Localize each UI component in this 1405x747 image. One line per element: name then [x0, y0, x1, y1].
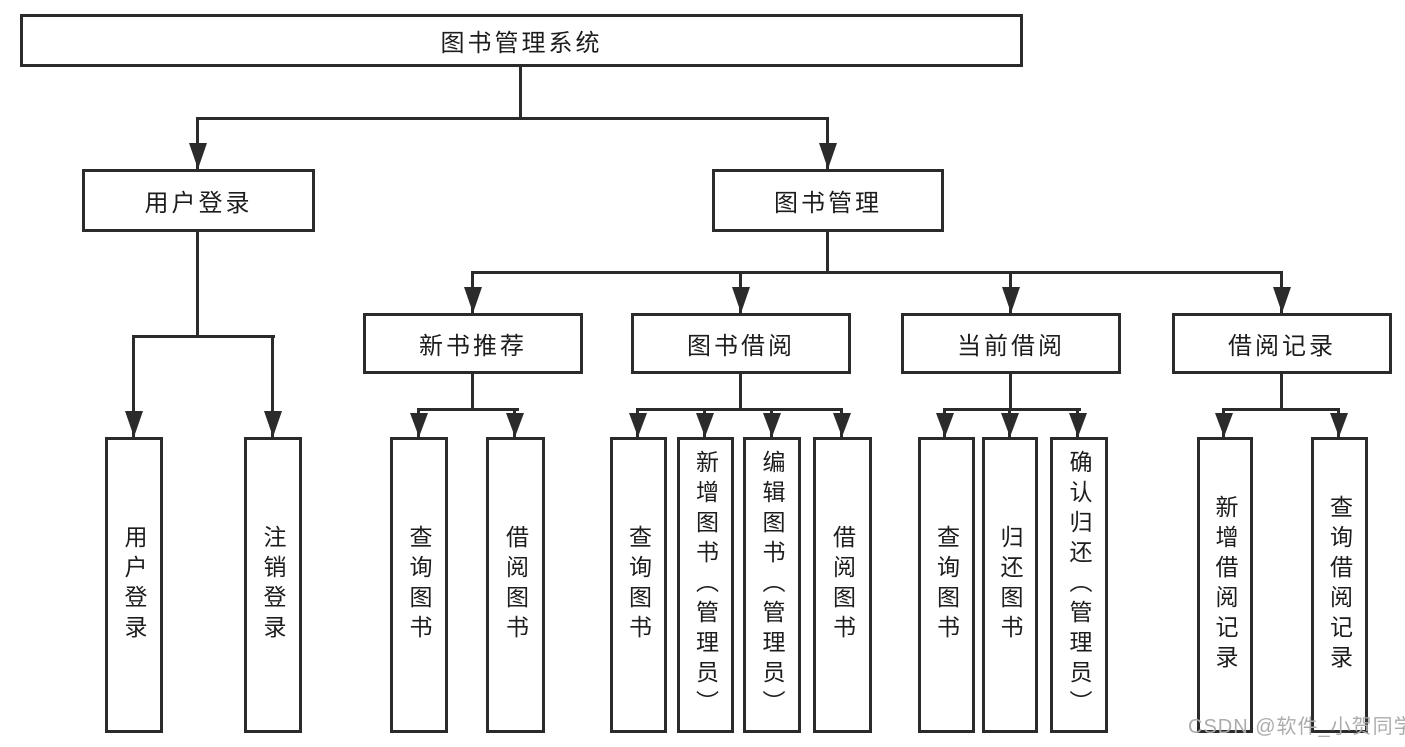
node-new-book-recommend: 新书推荐 — [363, 313, 583, 374]
connector-group1-bar — [636, 408, 843, 411]
leaf-g2-confirm-return-admin: 确认归还（管理员） — [1050, 437, 1108, 733]
arrow-to-book-borrow — [739, 271, 742, 313]
arrow-to-borrow-record — [1280, 271, 1283, 313]
leaf-g2-return-book: 归还图书 — [982, 437, 1038, 733]
arrow-to-login-leaf — [132, 335, 135, 437]
arrow-to-user-login — [196, 117, 199, 169]
arrow-to-logout-leaf — [271, 335, 274, 437]
connector-group3-stub — [1280, 374, 1283, 411]
leaf-g3-query-borrow-record: 查询借阅记录 — [1311, 437, 1368, 733]
leaf-g1-add-book-admin: 新增图书（管理员） — [677, 437, 734, 733]
csdn-watermark: CSDN @软件_小贺同学 — [1188, 716, 1405, 738]
arrow-g2-query-book — [943, 408, 946, 437]
connector-mgmt-stub — [826, 232, 829, 274]
leaf-g1-query-book: 查询图书 — [610, 437, 667, 733]
arrow-to-new-book — [471, 271, 474, 313]
leaf-g2-query-book: 查询图书 — [918, 437, 975, 733]
leaf-g1-borrow-book: 借阅图书 — [813, 437, 872, 733]
leaf-user-login: 用户登录 — [105, 437, 163, 733]
node-book-mgmt-branch: 图书管理 — [712, 169, 944, 232]
node-borrowing-records: 借阅记录 — [1172, 313, 1392, 374]
connector-login-stub — [196, 232, 199, 338]
connector-group2-bar — [943, 408, 1081, 411]
connector-root-stub — [519, 67, 522, 118]
arrow-g1-borrow-book — [840, 408, 843, 437]
arrow-g3-query-record — [1337, 408, 1340, 437]
leaf-logout: 注销登录 — [244, 437, 302, 733]
arrow-g1-edit-book — [770, 408, 773, 437]
arrow-to-current-borrow — [1009, 271, 1012, 313]
connector-level1-bar — [196, 117, 829, 120]
leaf-g0-borrow-book: 借阅图书 — [486, 437, 545, 733]
arrow-to-book-mgmt — [826, 117, 829, 169]
arrow-g1-query-book — [636, 408, 639, 437]
node-user-login-branch: 用户登录 — [82, 169, 315, 232]
connector-group2-stub — [1009, 374, 1012, 411]
connector-login-bar — [132, 335, 275, 338]
leaf-g0-query-book: 查询图书 — [390, 437, 448, 733]
connector-group0-bar — [417, 408, 519, 411]
leaf-g3-add-borrow-record: 新增借阅记录 — [1197, 437, 1253, 733]
leaf-g1-edit-book-admin: 编辑图书（管理员） — [743, 437, 801, 733]
arrow-g3-add-record — [1222, 408, 1225, 437]
arrow-g0-query-book — [417, 408, 420, 437]
connector-group1-stub — [739, 374, 742, 411]
node-root-library-system: 图书管理系统 — [20, 14, 1023, 67]
connector-group3-bar — [1222, 408, 1340, 411]
connector-level3-bar — [471, 271, 1283, 274]
node-book-borrowing: 图书借阅 — [631, 313, 851, 374]
arrow-g2-return-book — [1008, 408, 1011, 437]
node-current-borrowing: 当前借阅 — [901, 313, 1121, 374]
connector-group0-stub — [471, 374, 474, 411]
arrow-g1-add-book — [703, 408, 706, 437]
arrow-g2-confirm-return — [1076, 408, 1079, 437]
arrow-g0-borrow-book — [513, 408, 516, 437]
